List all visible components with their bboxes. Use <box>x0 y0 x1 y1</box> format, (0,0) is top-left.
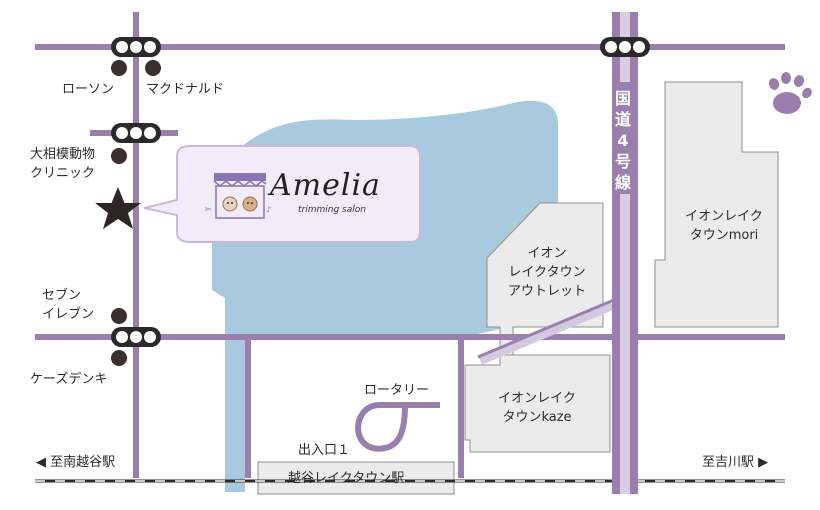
road-diagonal <box>478 300 614 365</box>
seven-label-line1: セブン <box>42 288 82 303</box>
route4-char: 線 <box>614 173 631 192</box>
shop-callout <box>143 145 421 243</box>
exit-label: 出入口１ <box>298 443 351 458</box>
salon-illustration: ✂ ♪ <box>205 173 271 219</box>
traffic-lights <box>111 37 650 347</box>
signal-middle-left <box>111 327 161 347</box>
route4-label-bg <box>612 82 638 194</box>
clinic-dot <box>111 148 127 164</box>
station-building <box>257 461 455 495</box>
signal-clinic <box>111 123 161 143</box>
clinic-label-line1: 大相模動物 <box>30 147 96 162</box>
route4-char: 4 <box>617 131 629 150</box>
station-label: 越谷レイクタウン駅 <box>288 471 405 486</box>
svg-text:♪: ♪ <box>266 205 271 214</box>
seven-dot <box>111 308 127 324</box>
route4-center <box>620 12 630 494</box>
svg-text:✂: ✂ <box>205 205 212 214</box>
route4-char: 号 <box>614 152 631 171</box>
direction-left-label: ◀ 至南越谷駅 <box>36 455 116 470</box>
shop-name: Amelia <box>270 168 381 203</box>
mall-kaze-label-line1: イオンレイク <box>498 391 576 406</box>
ksdenki-dot <box>111 350 127 366</box>
signal-top-left <box>111 37 161 57</box>
mall-outlet-label-line2: レイクタウン <box>508 265 586 280</box>
mall-mori <box>654 81 779 328</box>
route4-char: 国 <box>614 89 631 108</box>
mall-kaze <box>464 354 611 453</box>
seven-label-line2: イレブン <box>42 307 95 322</box>
mall-outlet-label-line1: イオン <box>527 246 567 261</box>
clinic-label-line2: クリニック <box>30 166 96 181</box>
mall-kaze-label-line2: タウンkaze <box>502 410 572 425</box>
direction-right-label: 至吉川駅 ▶ <box>702 455 769 470</box>
mcdonalds-dot <box>145 60 161 76</box>
rotary-label: ロータリー <box>364 383 430 398</box>
lawson-dot <box>111 60 127 76</box>
shop-subtitle: trimming salon <box>298 205 366 215</box>
lawson-label: ローソン <box>62 82 115 97</box>
mcdonalds-label: マクドナルド <box>146 82 225 97</box>
route4-label: 国 道 4 号 線 <box>612 88 634 193</box>
road-diagonal-edge <box>477 298 615 359</box>
signal-top-route4 <box>600 37 650 57</box>
paw-icon <box>768 72 812 114</box>
mall-mori-label-line1: イオンレイク <box>685 209 763 224</box>
landmark-dots <box>111 60 161 366</box>
ksdenki-label: ケーズデンキ <box>30 372 108 387</box>
rotary-loop <box>355 402 440 452</box>
shop-location-star-icon <box>95 187 141 229</box>
malls <box>257 81 779 495</box>
route4-char: 道 <box>614 110 631 129</box>
mall-outlet-label-line3: アウトレット <box>507 284 586 299</box>
mall-mori-label-line2: タウンmori <box>689 228 759 243</box>
